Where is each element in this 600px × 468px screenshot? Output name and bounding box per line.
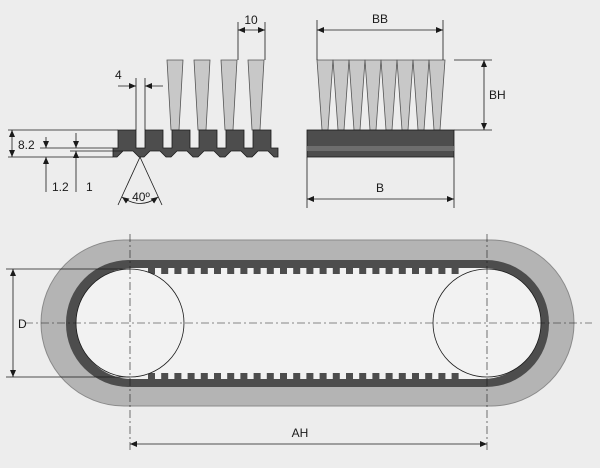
- belt-tooth: [346, 268, 353, 274]
- belt-tooth: [306, 373, 314, 379]
- belt-tooth: [174, 268, 182, 274]
- belt-tooth: [385, 268, 393, 274]
- tooth-profile-view: 4 10 8.2 1.2 1: [8, 13, 279, 206]
- belt-tooth: [359, 373, 367, 379]
- belt-tooth: [398, 268, 406, 274]
- belt-loop-inner: [77, 268, 538, 379]
- belt-tooth: [200, 373, 208, 379]
- belt-tooth: [253, 268, 261, 274]
- belt-tooth: [240, 268, 248, 274]
- belt-tooth: [148, 373, 155, 379]
- bristle-tuft: [193, 59, 211, 131]
- cross-section-view: BB BH B: [306, 12, 506, 208]
- label-bristle-height: BH: [489, 88, 506, 102]
- belt-tooth: [187, 268, 195, 274]
- belt-tooth: [438, 268, 446, 274]
- bristle-tufts-front: [316, 59, 446, 131]
- belt-inner-teeth: [148, 268, 459, 379]
- belt-tooth: [372, 268, 380, 274]
- belt-tooth: [332, 268, 340, 274]
- belt-tooth: [306, 268, 314, 274]
- dim-pitch: 10: [237, 13, 266, 60]
- belt-tooth: [214, 373, 221, 379]
- belt-tooth: [161, 268, 169, 274]
- dim-tooth-width: 4: [115, 68, 163, 130]
- label-center-distance: AH: [292, 426, 309, 440]
- dim-bristle-height: BH: [454, 59, 506, 131]
- label-belt-width: B: [376, 181, 384, 195]
- label-pulley-diameter: D: [18, 317, 27, 331]
- belt-tooth: [425, 268, 433, 274]
- dim-center-distance: AH: [130, 426, 487, 447]
- dim-pulley-diameter: D: [6, 268, 130, 378]
- belt-tooth: [332, 373, 340, 379]
- dim-bristle-width: BB: [316, 12, 444, 60]
- dim-tooth-depth: 1: [70, 133, 123, 194]
- belt-tooth: [148, 268, 155, 274]
- belt-tooth: [438, 373, 446, 379]
- belt-tooth: [293, 268, 301, 274]
- belt-tooth: [240, 373, 248, 379]
- belt-tooth: [200, 268, 208, 274]
- belt-tooth: [293, 373, 301, 379]
- dim-tooth-angle: 40º: [117, 156, 163, 206]
- belt-body-cross-section: [306, 129, 455, 158]
- belt-tooth: [359, 268, 367, 274]
- bristle-tuft: [220, 59, 238, 131]
- belt-tooth: [372, 373, 380, 379]
- belt-tooth: [412, 373, 419, 379]
- belt-tooth: [214, 268, 221, 274]
- bristle-tuft: [348, 59, 366, 131]
- belt-tooth: [346, 373, 353, 379]
- belt-tooth: [385, 373, 393, 379]
- belt-tooth: [174, 373, 182, 379]
- label-tooth-width: 4: [115, 68, 122, 82]
- belt-tooth: [161, 373, 169, 379]
- label-overall-height: 8.2: [18, 138, 35, 152]
- label-pitch: 10: [244, 13, 258, 27]
- bristle-tuft: [316, 59, 334, 131]
- belt-tooth: [266, 373, 274, 379]
- belt-tooth: [227, 373, 235, 379]
- belt-tooth: [412, 268, 419, 274]
- label-bristle-width: BB: [372, 12, 388, 26]
- belt-tooth: [425, 373, 433, 379]
- bristle-tuft: [396, 59, 414, 131]
- bristle-tuft: [428, 59, 446, 131]
- dim-belt-width: B: [306, 157, 455, 208]
- belt-tooth: [187, 373, 195, 379]
- bristle-tuft: [380, 59, 398, 131]
- dim-base-height: 1.2: [40, 137, 113, 194]
- bristle-tuft: [332, 59, 350, 131]
- belt-tooth: [319, 268, 327, 274]
- label-base-height: 1.2: [52, 180, 69, 194]
- dim-overall-height: 8.2: [8, 129, 118, 158]
- belt-tooth: [451, 373, 459, 379]
- belt-tooth: [280, 373, 287, 379]
- label-tooth-depth: 1: [86, 180, 93, 194]
- label-tooth-angle: 40º: [132, 190, 150, 204]
- belt-tooth: [319, 373, 327, 379]
- bristle-tufts-side: [166, 59, 265, 131]
- belt-tooth: [280, 268, 287, 274]
- belt-tooth: [451, 268, 459, 274]
- belt-loop-view: D AH: [6, 234, 592, 452]
- belt-tooth: [266, 268, 274, 274]
- belt-tooth: [398, 373, 406, 379]
- bristle-tuft: [166, 59, 184, 131]
- bristle-tuft: [364, 59, 382, 131]
- bristle-tuft: [247, 59, 265, 131]
- belt-tooth: [227, 268, 235, 274]
- bristle-tuft: [412, 59, 430, 131]
- belt-tension-layer: [307, 146, 454, 151]
- belt-tooth: [253, 373, 261, 379]
- belt-tooth-profile: [112, 129, 279, 158]
